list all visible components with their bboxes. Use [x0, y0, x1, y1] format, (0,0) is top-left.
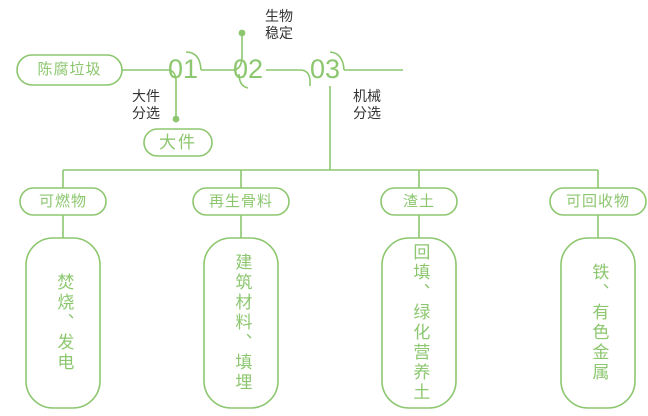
- stage-02-left-notch: [232, 36, 243, 71]
- destination-box-1-shape: [25, 237, 101, 409]
- bio-connector-dot: [238, 29, 246, 37]
- stage-02-arc: [238, 73, 249, 89]
- destination-box-4-shape: [560, 237, 636, 409]
- category-label-4: 可回收物: [565, 192, 631, 210]
- destination-label-1: 焚烧、发电: [54, 273, 74, 373]
- category-label-3: 渣土: [402, 192, 436, 210]
- stage-03-left-notch: [299, 69, 311, 86]
- bulky-node-shape: [143, 128, 213, 157]
- stage-03-label: 机械 分选: [353, 88, 381, 122]
- destination-label-4: 铁、有色金属: [589, 263, 609, 383]
- destination-label-3: 回填、绿化营养土: [410, 243, 430, 403]
- stage-01-number: 01: [168, 54, 199, 84]
- destination-box-2-shape: [203, 237, 279, 409]
- bulky-connector-dot: [172, 115, 180, 123]
- destination-box-3-shape: [381, 237, 457, 409]
- stage-01-left-notch: [167, 69, 177, 88]
- stage-03-number: 03: [310, 54, 341, 84]
- start-node-label: 陈腐垃圾: [37, 61, 102, 79]
- stage-02-number: 02: [233, 54, 264, 84]
- stage-01-arc: [185, 51, 202, 71]
- category-label-2: 再生骨料: [208, 192, 274, 210]
- destination-label-2: 建筑材料、填埋: [232, 253, 252, 393]
- category-label-1: 可燃物: [38, 192, 88, 210]
- stage-02-label: 生物 稳定: [265, 8, 293, 42]
- stage-03-arc: [329, 51, 345, 71]
- bulky-node-label: 大件: [159, 132, 197, 152]
- stage-01-label: 大件 分选: [132, 88, 160, 122]
